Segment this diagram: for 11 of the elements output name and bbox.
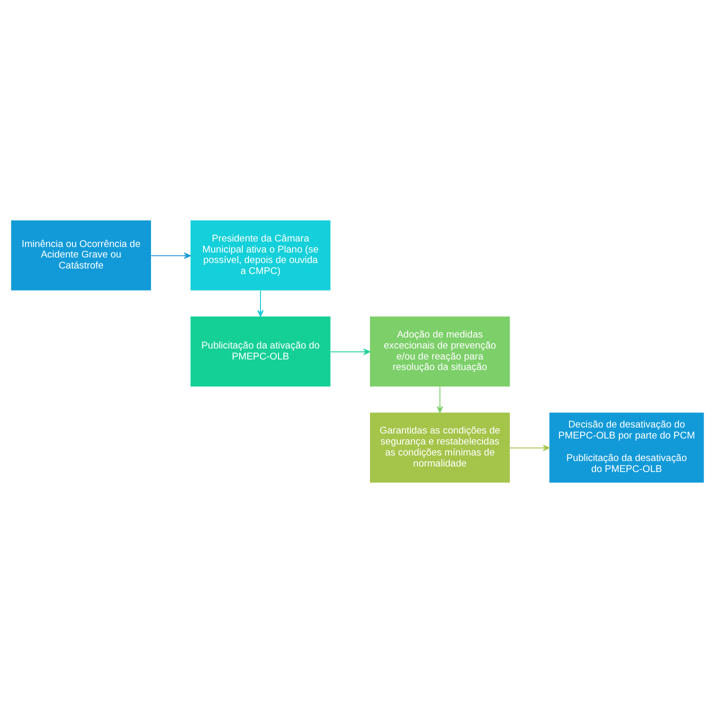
node-box: Iminência ou Ocorrência de Acidente Grave ou Catástrofe [11,220,152,290]
arrow [510,444,550,451]
arrow [150,252,191,258]
arrow [436,386,444,412]
node-box: Publicitação da ativação do PMEPC-OLB [190,316,330,386]
node-box: Garantidas as condições de segurança e restabelecidas as condições mínimas de normalidade [370,412,510,482]
node-box: Adoção de medidas excecionais de prevenção e/ou de reação para resolução da situação [370,316,510,386]
node-box: Decisão de desativação do PMEPC-OLB por parte do PCM Publicitação da desativação do PMEPC-OLB [549,412,704,482]
arrow [257,290,264,316]
node-box: Presidente da Câmara Municipal ativa o Plano (se possível, depois de ouvida a CMPC) [190,220,330,290]
arrow [330,348,370,354]
